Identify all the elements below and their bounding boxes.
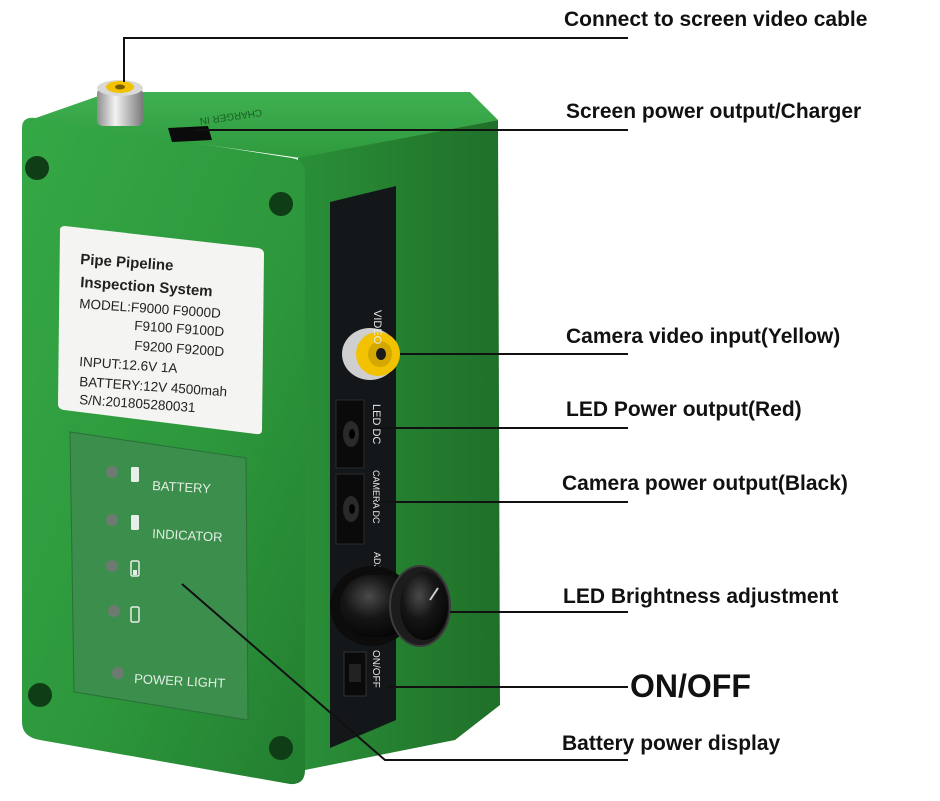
- screw-hole: [269, 736, 293, 760]
- battery-led-4: [108, 605, 120, 617]
- callout-led-power: LED Power output(Red): [566, 398, 802, 421]
- indicator-battery-label: BATTERY: [152, 478, 212, 496]
- callout-video-cable: Connect to screen video cable: [564, 8, 868, 31]
- callout-onoff: ON/OFF: [630, 668, 751, 704]
- battery-led-3: [106, 560, 118, 572]
- callout-screen-power: Screen power output/Charger: [566, 100, 862, 123]
- label-input: INPUT:12.6V 1A: [79, 354, 178, 376]
- callout-camera-power: Camera power output(Black): [562, 472, 848, 495]
- battery-led-2: [106, 514, 118, 526]
- side-onoff-label: ON/OFF: [370, 650, 381, 688]
- screw-hole: [269, 192, 293, 216]
- indicator-indicator-label: INDICATOR: [152, 526, 223, 545]
- product-label: Pipe Pipeline Inspection System MODEL:F9…: [58, 226, 264, 435]
- label-title-line1: Pipe Pipeline: [80, 251, 174, 274]
- callout-brightness: LED Brightness adjustment: [563, 585, 839, 608]
- power-switch: [343, 651, 367, 697]
- charger-port: [168, 126, 212, 142]
- camera-video-jack: [342, 328, 400, 380]
- device-top-face: [30, 92, 498, 158]
- leader-lines: [123, 37, 628, 761]
- brightness-knob: [330, 565, 451, 647]
- screw-hole: [28, 683, 52, 707]
- indicator-panel: BATTERY INDICATOR POWER LIGHT: [69, 431, 249, 721]
- side-video-label: VIDEO: [371, 310, 383, 345]
- video-cable-connector: [97, 80, 143, 126]
- callout-camera-video: Camera video input(Yellow): [566, 325, 841, 348]
- callout-battery-display: Battery power display: [562, 732, 781, 755]
- indicator-power-light-label: POWER LIGHT: [134, 671, 226, 691]
- battery-level-icon: [130, 606, 140, 623]
- leader-video-cable: [123, 37, 628, 82]
- battery-led-1: [106, 466, 118, 478]
- battery-level-icon: [131, 515, 139, 530]
- led-dc-jack: [335, 399, 365, 469]
- leader-battery-display: [181, 583, 628, 761]
- device-side-face: [298, 120, 500, 770]
- battery-level-icon: [130, 560, 140, 577]
- label-model-line2: F9100 F9100D: [134, 318, 225, 339]
- side-led-dc-label: LED DC: [370, 404, 382, 444]
- power-led: [112, 667, 124, 679]
- side-camera-dc-label: CAMERA DC: [371, 470, 381, 524]
- label-model-line3: F9200 F9200D: [134, 338, 225, 359]
- screw-hole: [25, 156, 49, 180]
- battery-level-icon: [131, 467, 139, 482]
- camera-dc-jack: [335, 473, 365, 545]
